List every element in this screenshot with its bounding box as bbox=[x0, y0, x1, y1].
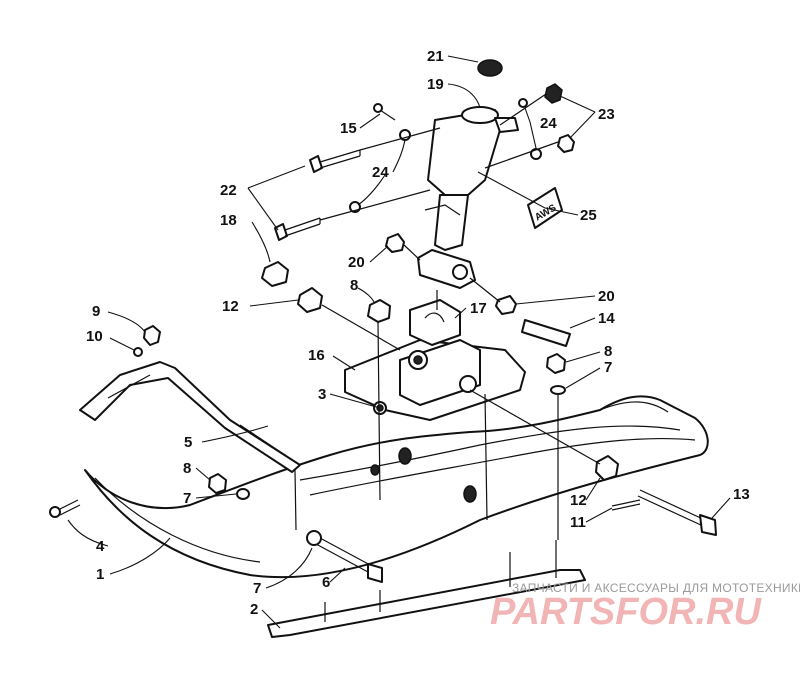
callout-17: 17 bbox=[470, 300, 487, 317]
callout-5: 5 bbox=[184, 434, 192, 451]
ski-saddle bbox=[344, 339, 526, 421]
callout-25: 25 bbox=[580, 207, 597, 224]
ski-handle bbox=[79, 361, 301, 473]
watermark-tagline: ЗАПЧАСТИ И АКСЕССУАРЫ ДЛЯ МОТОТЕХНИКИ bbox=[512, 581, 800, 595]
callout-6: 6 bbox=[322, 574, 330, 591]
washer-7-lower bbox=[306, 530, 322, 546]
callout-24-upper: 24 bbox=[540, 115, 557, 132]
leader-lines bbox=[67, 55, 731, 629]
callout-7-left: 7 bbox=[183, 490, 191, 507]
ski-body bbox=[84, 395, 709, 579]
callout-24-lower: 24 bbox=[372, 164, 389, 181]
callout-16: 16 bbox=[308, 347, 325, 364]
nut-9 bbox=[143, 325, 161, 346]
callout-7-lower: 7 bbox=[253, 580, 261, 597]
washer-7-right bbox=[550, 385, 566, 395]
washer-10 bbox=[133, 347, 143, 357]
bushing-12-lower bbox=[595, 455, 619, 481]
callout-10: 10 bbox=[86, 328, 103, 345]
nut-23-mid bbox=[557, 134, 575, 153]
callout-19: 19 bbox=[427, 76, 444, 93]
callout-8-center: 8 bbox=[350, 277, 358, 294]
callout-20-upper: 20 bbox=[348, 254, 365, 271]
nut-23-top bbox=[544, 83, 563, 104]
screw-15 bbox=[373, 103, 396, 121]
sleeve-14 bbox=[521, 319, 571, 347]
callout-12-lower: 12 bbox=[570, 492, 587, 509]
bolt-13 bbox=[637, 489, 717, 536]
callout-12-upper: 12 bbox=[222, 298, 239, 315]
washer-24c bbox=[518, 98, 528, 108]
bushing-20-lower bbox=[495, 295, 517, 315]
callout-9: 9 bbox=[92, 303, 100, 320]
bushing-20-upper bbox=[385, 233, 405, 253]
callout-14: 14 bbox=[598, 310, 615, 327]
callout-21: 21 bbox=[427, 48, 444, 65]
callout-22: 22 bbox=[220, 182, 237, 199]
bolt-lower bbox=[274, 217, 321, 241]
callout-2: 2 bbox=[250, 601, 258, 618]
callout-20-lower: 20 bbox=[598, 288, 615, 305]
washer-7-left bbox=[236, 488, 250, 500]
shock-absorber bbox=[417, 106, 519, 289]
callout-4: 4 bbox=[96, 538, 105, 555]
callout-18: 18 bbox=[220, 212, 237, 229]
callout-8-left: 8 bbox=[183, 460, 191, 477]
nut-8-right bbox=[546, 353, 566, 374]
callout-23: 23 bbox=[598, 106, 615, 123]
watermark-brand: PARTSFOR.RU bbox=[490, 591, 762, 633]
nut-8-center bbox=[367, 299, 391, 323]
bushing-12-upper bbox=[297, 287, 323, 313]
callout-15: 15 bbox=[340, 120, 357, 137]
callout-7-right: 7 bbox=[604, 359, 612, 376]
explode-lines bbox=[294, 93, 601, 540]
pin-11 bbox=[611, 499, 641, 511]
watermark: ЗАПЧАСТИ И АКСЕССУАРЫ ДЛЯ МОТОТЕХНИКИ PA… bbox=[490, 581, 800, 633]
callout-3: 3 bbox=[318, 386, 326, 403]
wear-bar bbox=[267, 540, 586, 638]
callout-1: 1 bbox=[96, 566, 104, 583]
bolt-upper bbox=[309, 149, 361, 173]
nut-8-left bbox=[208, 473, 227, 494]
callout-13: 13 bbox=[733, 486, 750, 503]
shock-cap bbox=[477, 59, 503, 77]
bushing-18 bbox=[261, 261, 289, 287]
bumper-block bbox=[409, 299, 461, 346]
callout-labels: 21 19 15 24 23 24 22 18 25 20 8 17 20 12… bbox=[86, 48, 750, 618]
callout-11: 11 bbox=[570, 514, 586, 531]
washer-24d bbox=[530, 148, 542, 160]
callout-8-right: 8 bbox=[604, 343, 612, 360]
bolt-6 bbox=[315, 537, 383, 583]
screw-4 bbox=[49, 499, 81, 518]
